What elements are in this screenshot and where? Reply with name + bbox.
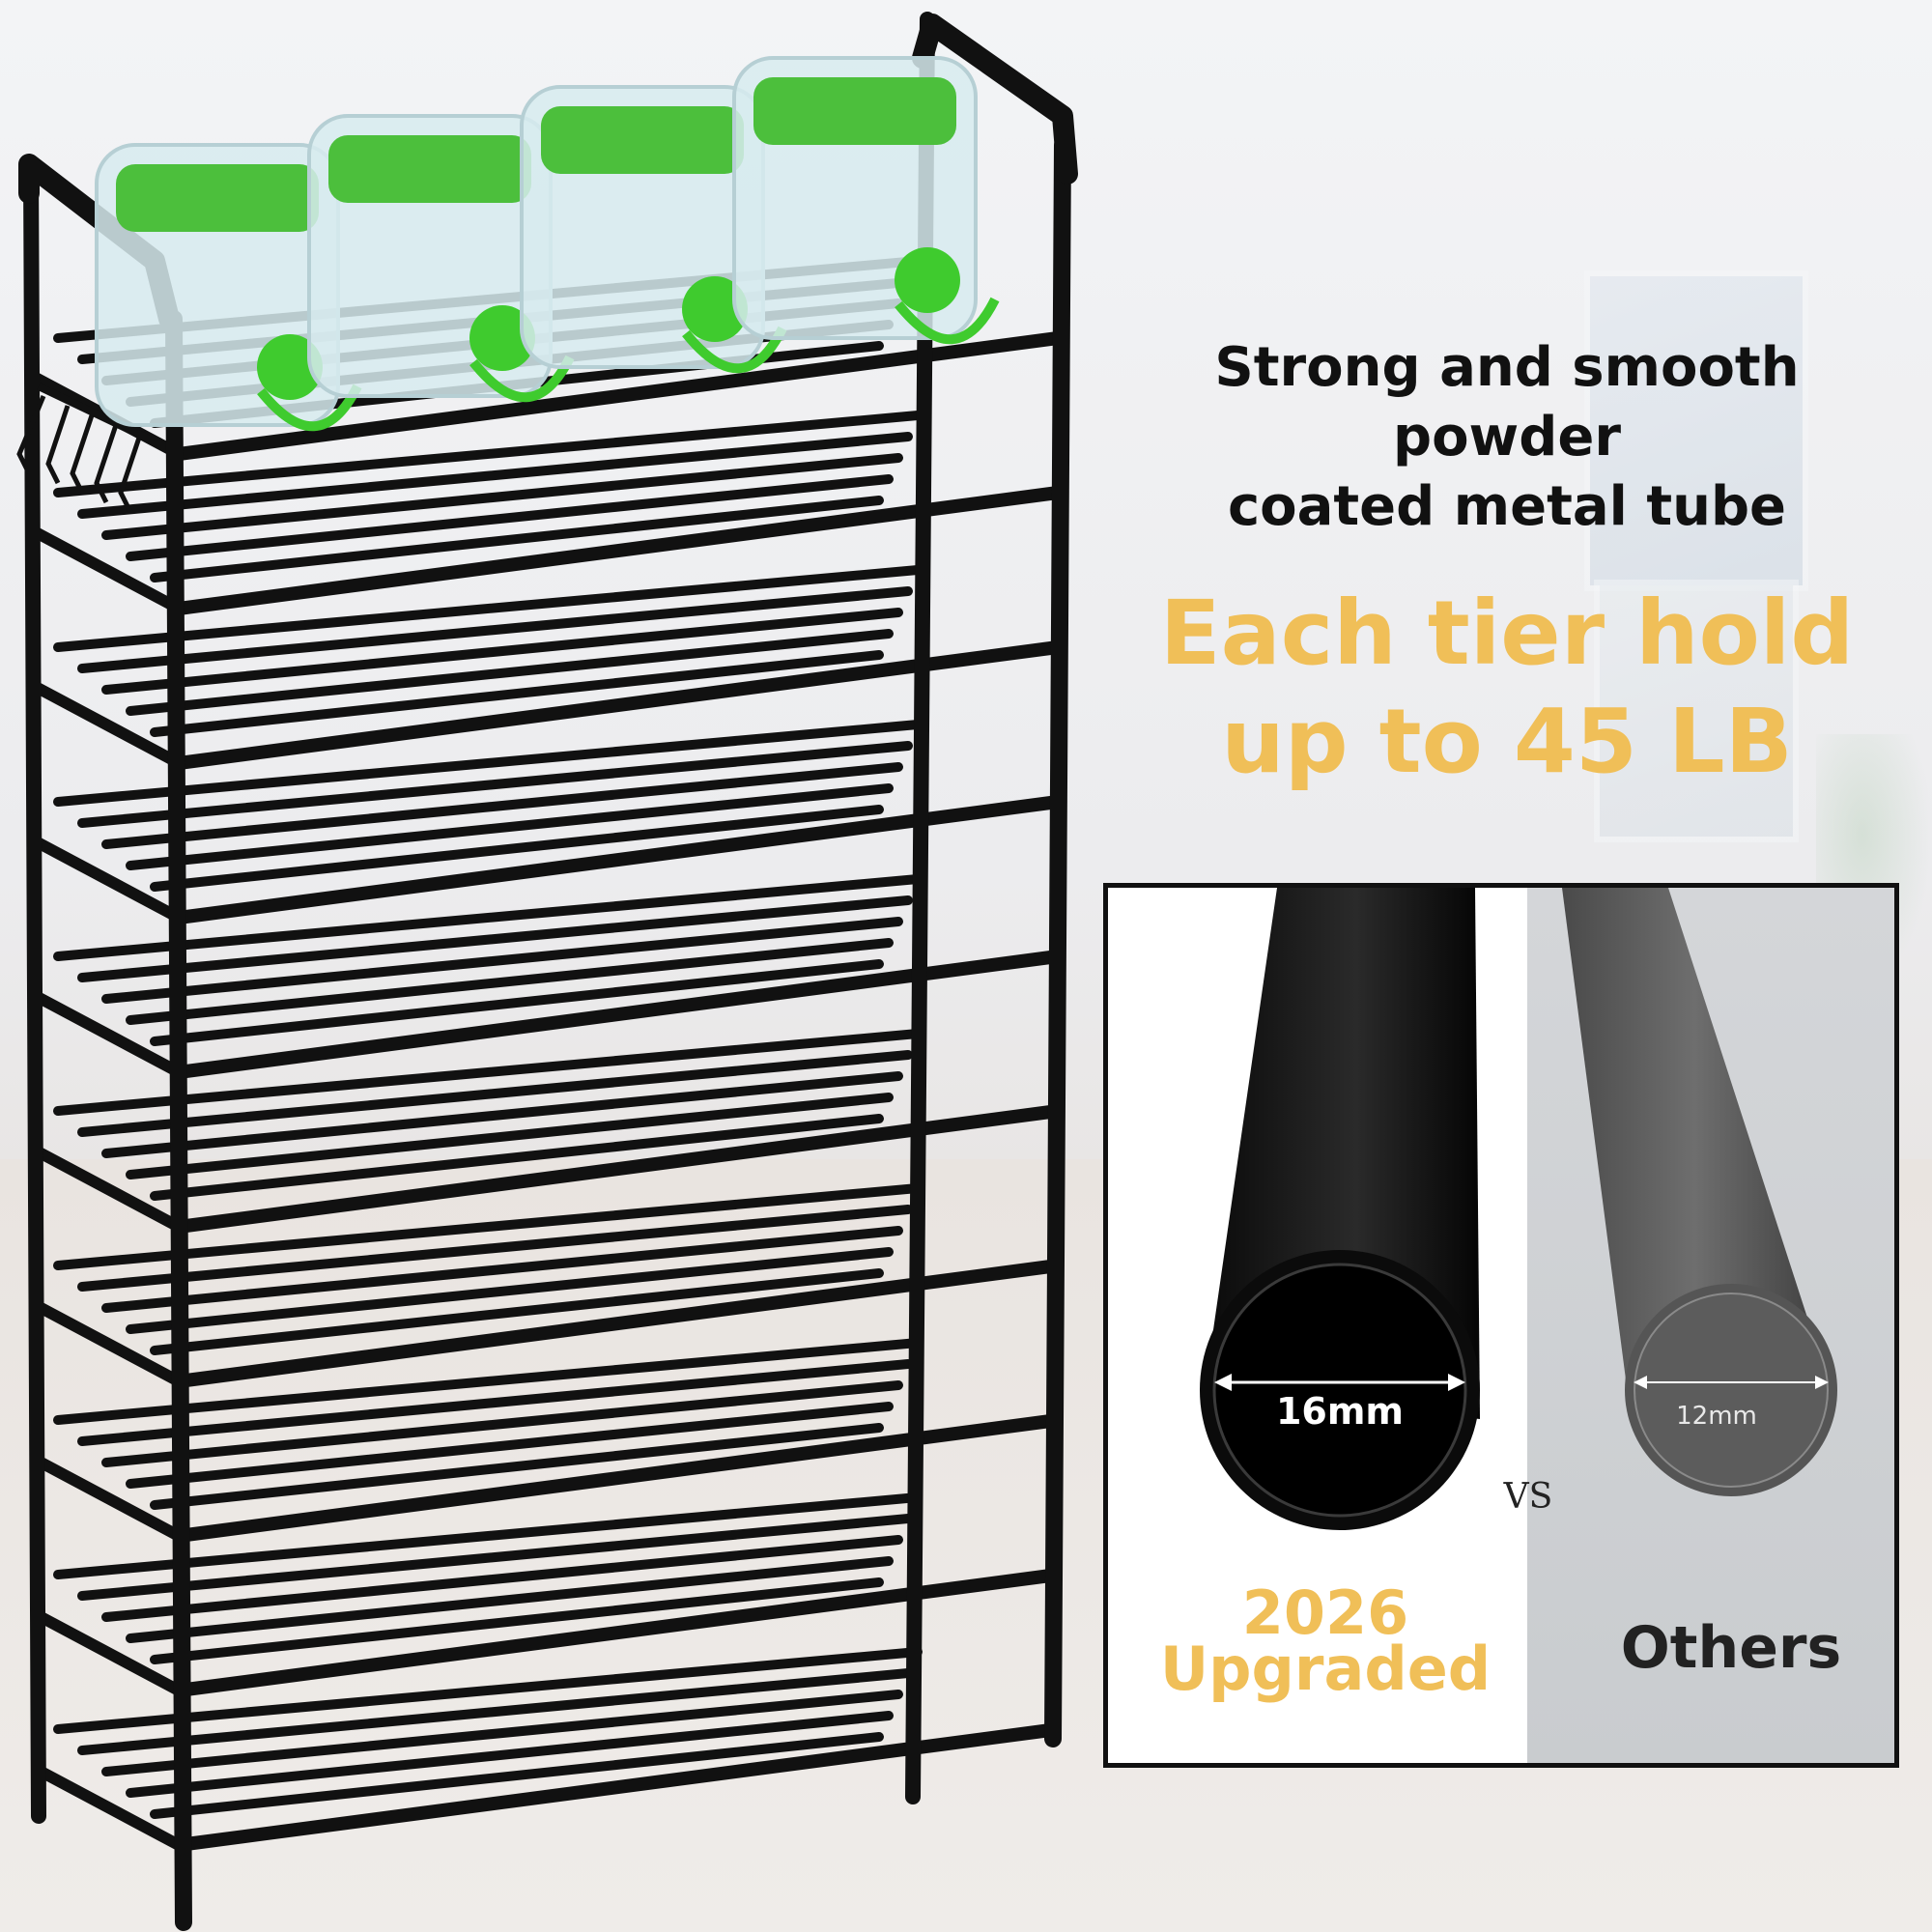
others-label: Others	[1620, 1614, 1842, 1682]
capacity-line-2: up to 45 LB	[1221, 690, 1793, 793]
diameter-label-16mm: 16mm	[1275, 1390, 1405, 1433]
water-bottles	[95, 56, 1000, 432]
rack-tier	[31, 1338, 1059, 1543]
tube-comparison-box: 16mm 12mm VS 2026 Upgraded Others	[1103, 883, 1899, 1768]
upgraded-label: 2026 Upgraded	[1147, 1577, 1504, 1704]
water-bottle-icon	[732, 56, 1000, 345]
water-bottle-icon	[95, 143, 362, 432]
tube-comparison-illustration	[1200, 888, 1837, 1530]
shoe-rack-illustration	[16, 12, 1078, 1931]
rack-tier	[31, 1183, 1059, 1388]
headline-line-2: coated metal tube	[1227, 475, 1787, 538]
diameter-label-12mm: 12mm	[1676, 1402, 1757, 1431]
upgraded-year: 2026	[1241, 1577, 1409, 1648]
feature-headline: Strong and smooth powder coated metal tu…	[1092, 333, 1922, 542]
versus-label: VS	[1503, 1477, 1553, 1517]
upgraded-text: Upgraded	[1159, 1634, 1492, 1704]
rack-tier	[31, 565, 1059, 770]
capacity-claim: Each tier hold up to 45 LB	[1140, 580, 1874, 796]
headline-line-1: Strong and smooth powder	[1214, 336, 1800, 469]
tube-12mm-icon	[1562, 888, 1837, 1496]
water-bottle-icon	[307, 114, 575, 403]
water-bottle-icon	[520, 85, 787, 374]
window-background	[1584, 270, 1808, 591]
tube-16mm-icon	[1200, 888, 1480, 1530]
rack-tier	[31, 720, 1059, 924]
side-hooks-icon	[16, 383, 152, 514]
capacity-line-1: Each tier hold	[1159, 582, 1855, 685]
picture-frame-background	[1594, 580, 1799, 842]
rack-tier	[31, 411, 1059, 615]
rack-tier	[31, 874, 1059, 1079]
